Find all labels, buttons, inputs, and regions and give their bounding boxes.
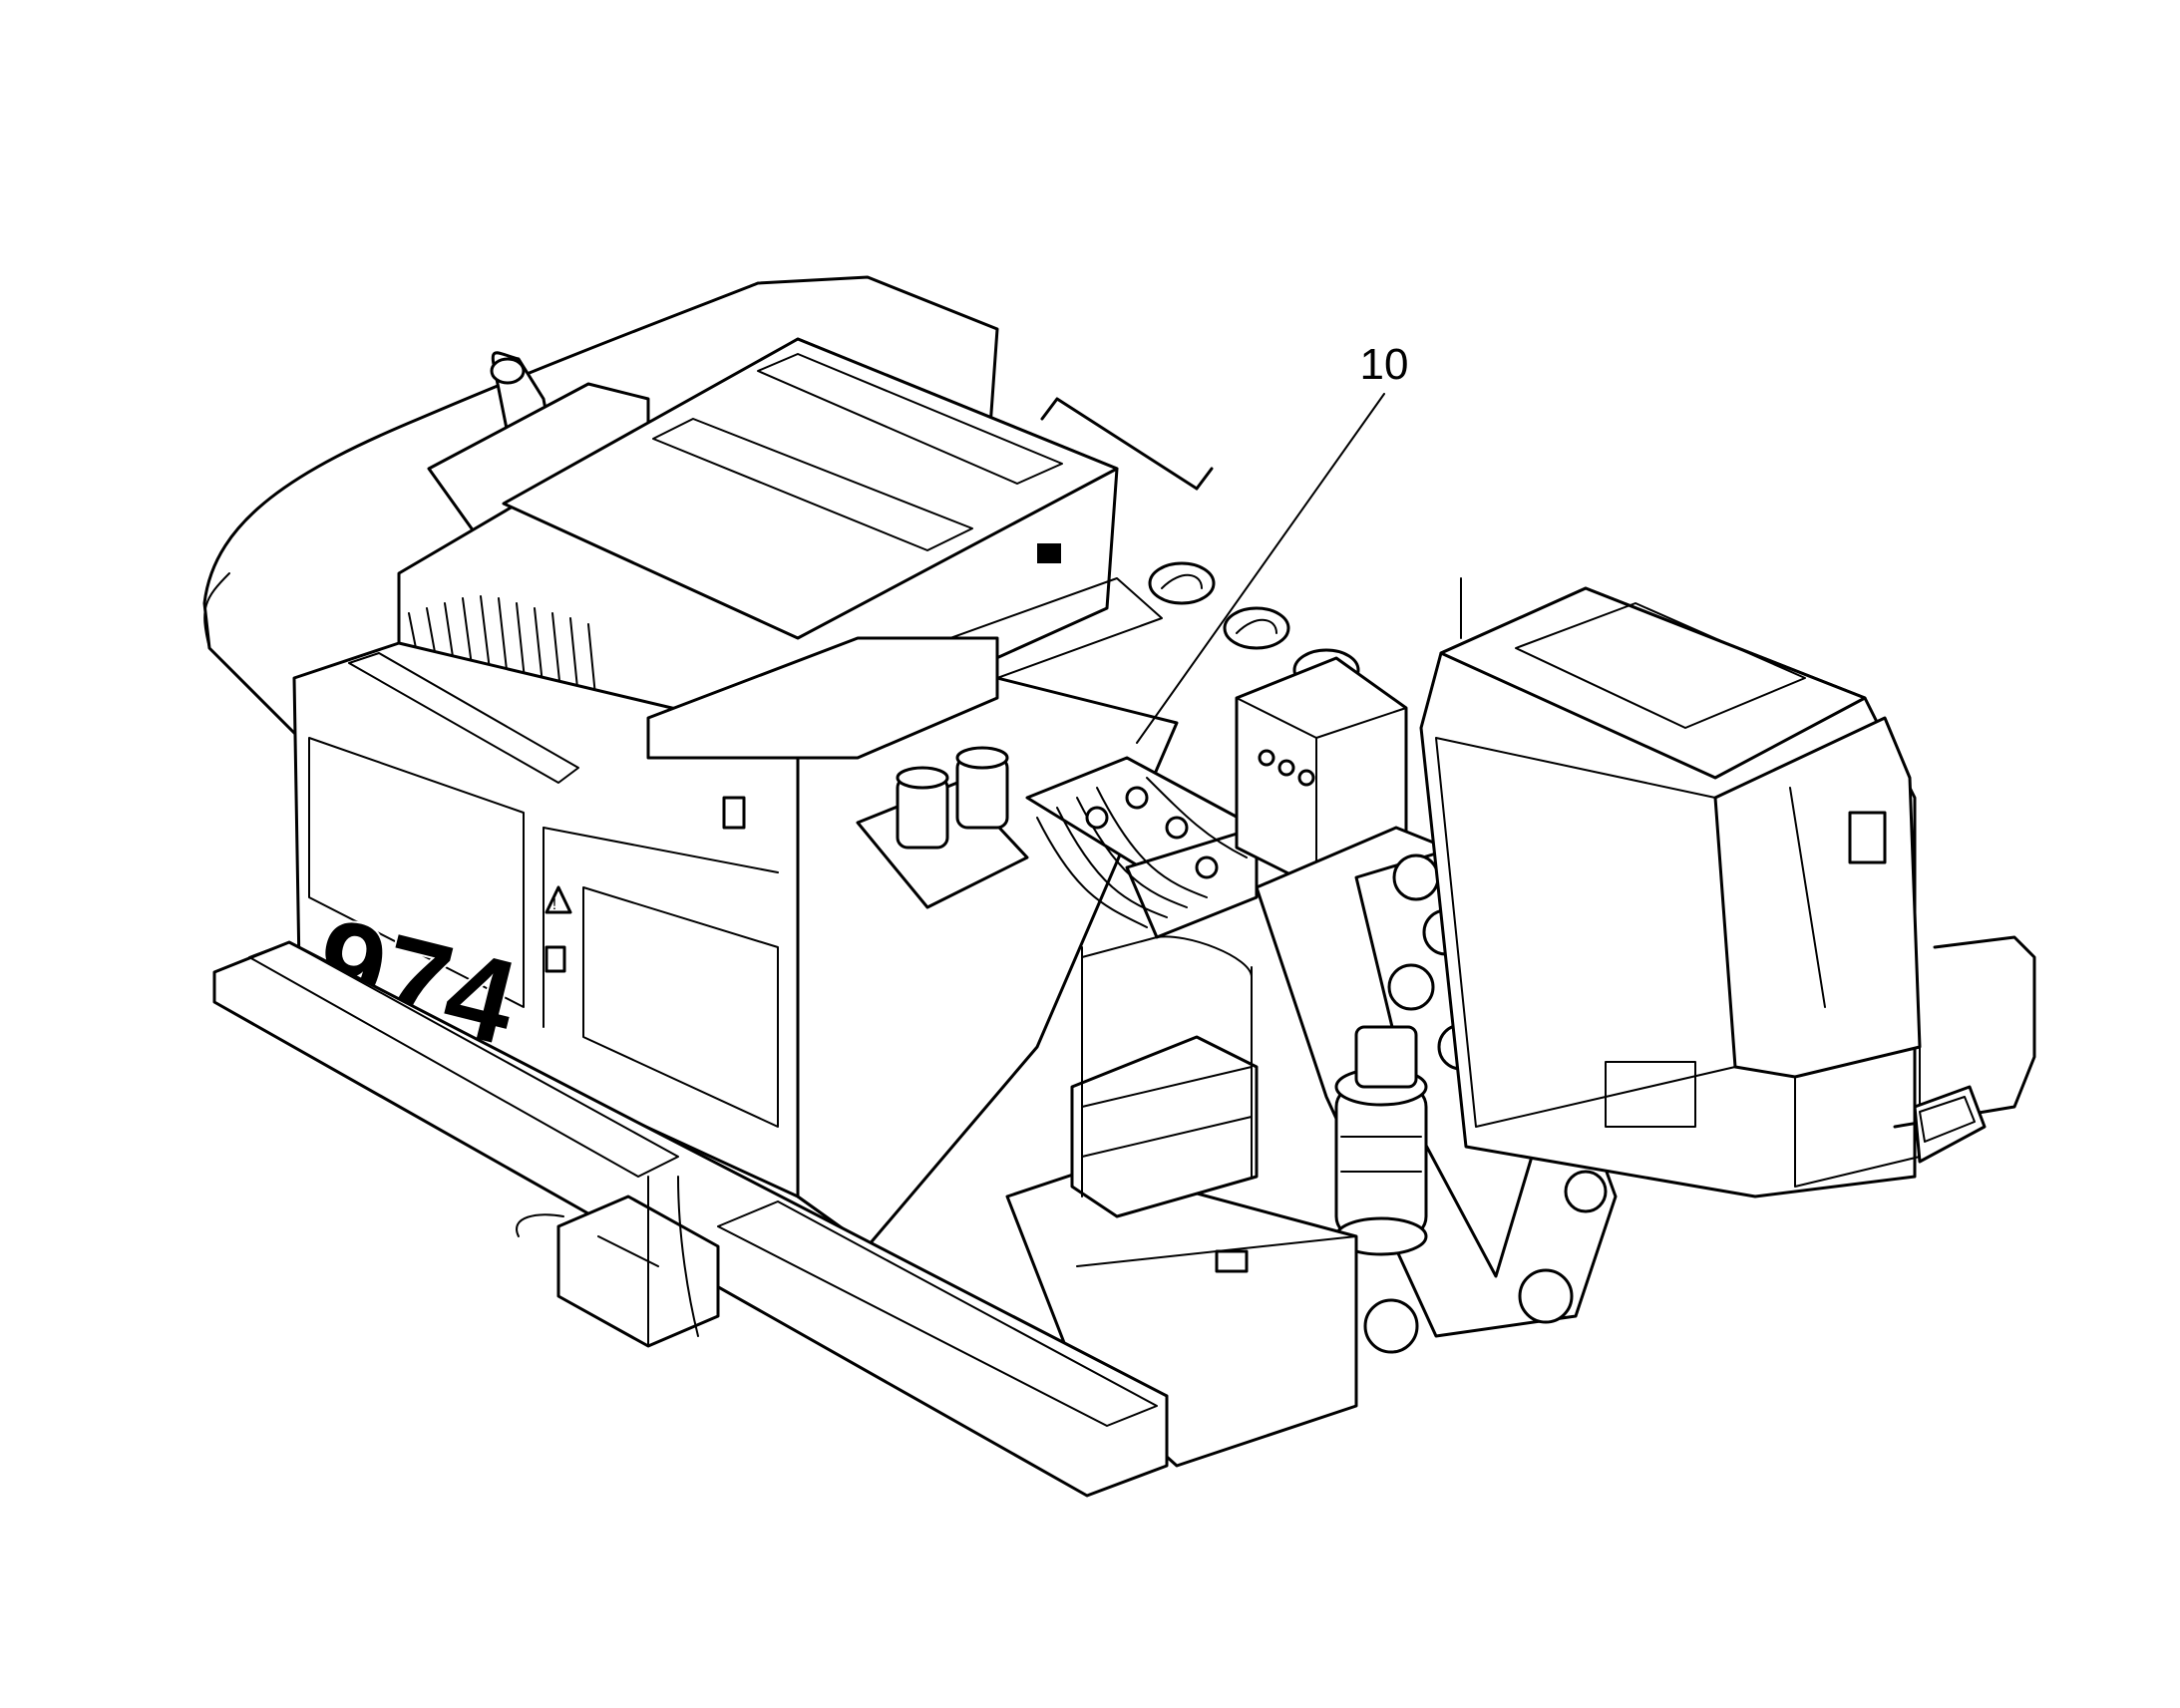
- cab-rear-handrail: [1893, 935, 2036, 1129]
- filler-cap-1: [1148, 561, 1216, 605]
- boom-pin-hole-3: [1387, 963, 1435, 1011]
- swing-step: [516, 1176, 720, 1348]
- warning-triangle-icon: [545, 885, 572, 914]
- access-cover-icon: [1215, 1249, 1249, 1273]
- boom-pin-hole-7: [1564, 1170, 1608, 1213]
- cab-roof-hatch: [1515, 602, 1806, 729]
- hydraulic-filters: [856, 746, 1029, 909]
- louver-panel-left: [308, 737, 525, 1008]
- hood-badge: [1037, 543, 1061, 563]
- right-walkway: [1913, 1085, 1987, 1164]
- operator-cab: [1419, 577, 2036, 1198]
- callout-number: 10: [1360, 340, 1409, 389]
- callout-leader-line: [1136, 393, 1385, 744]
- boom-pin-hole-5: [1518, 1268, 1574, 1324]
- swing-motor: [1334, 1025, 1428, 1256]
- walkway-tread-lower: [717, 1200, 1158, 1427]
- svg-text:!: !: [552, 896, 556, 913]
- louver-panel-right: [582, 886, 779, 1128]
- boarding-ladder: [1070, 935, 1259, 1218]
- side-grille-upper: [348, 652, 579, 784]
- walkway-tread-upper: [248, 941, 679, 1178]
- cab-door: [1435, 737, 1736, 1128]
- filler-cap-2: [1223, 606, 1290, 650]
- exhaust-stack: [427, 351, 650, 540]
- control-valve-block: [1025, 756, 1259, 939]
- hood-vent-grille-upper: [757, 353, 1063, 485]
- access-handle-icon: [722, 796, 746, 830]
- door-latch-icon: [545, 945, 566, 973]
- mirror-icon: [1848, 811, 1887, 864]
- callout-10: 10: [1136, 340, 1409, 744]
- hood-vent-grille-lower: [652, 418, 973, 551]
- wiper: [1789, 787, 1826, 1008]
- boom-pin-hole-1: [1392, 854, 1440, 901]
- top-handrail: [1040, 397, 1214, 491]
- cab-side-window: [1605, 1061, 1696, 1128]
- boom-pin-hole-6: [1363, 1298, 1419, 1354]
